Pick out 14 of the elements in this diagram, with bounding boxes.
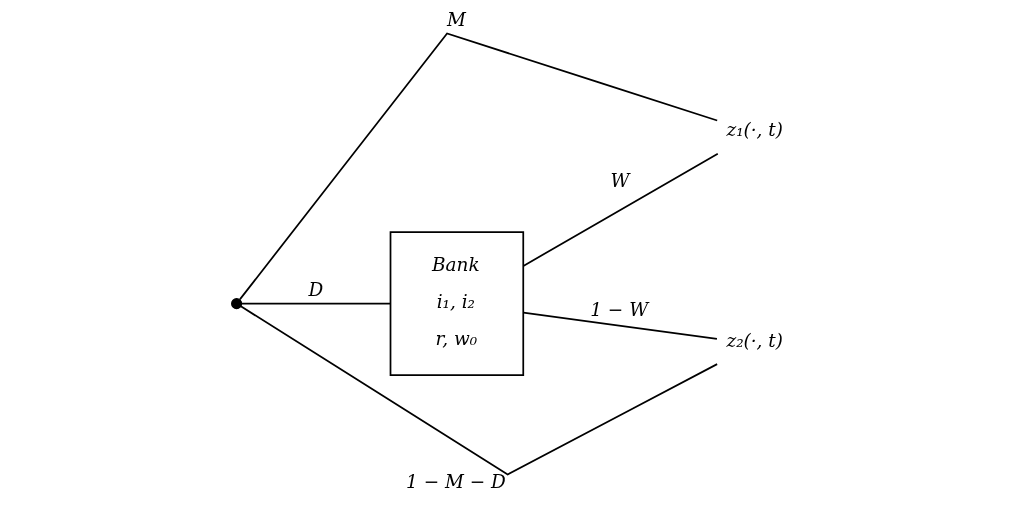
- edge-label: 1 − W: [590, 299, 649, 321]
- connector: [241, 302, 391, 305]
- edge-label: W: [610, 169, 630, 191]
- edge-label: D: [308, 279, 324, 301]
- edge-label: M: [447, 9, 466, 31]
- node-text: z₁(·, t): [726, 119, 783, 141]
- node-text: z₂(·, t): [726, 330, 783, 352]
- connector: [522, 152, 719, 267]
- connector: [240, 305, 718, 476]
- connector: [522, 311, 718, 340]
- node-circle: [231, 298, 243, 310]
- edge-label: 1 − M − D: [406, 471, 506, 493]
- node-box: Bank i₁, i₂ r, w₀: [389, 231, 525, 377]
- connector: [239, 32, 719, 301]
